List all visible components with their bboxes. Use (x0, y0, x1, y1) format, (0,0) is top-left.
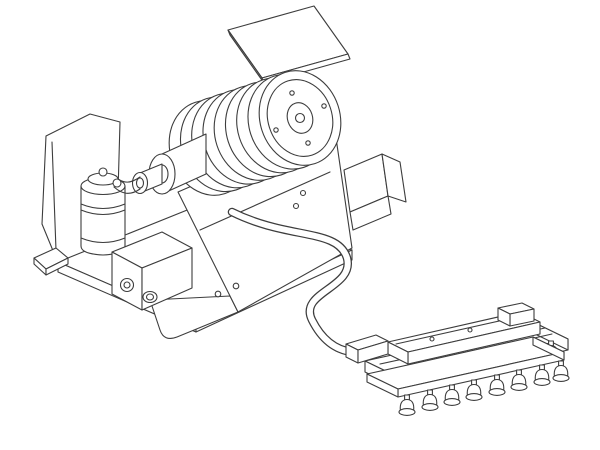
plate-hole (294, 204, 299, 209)
plate-screw (233, 283, 239, 289)
suction-cup (533, 364, 551, 386)
motor-shaft-center (296, 114, 305, 123)
canister-weld-line (81, 238, 125, 243)
suction-cup (398, 394, 416, 416)
canister-fitting (113, 179, 121, 187)
cup-rim-right (533, 337, 564, 360)
hose-inner (232, 212, 352, 352)
suction-cup (443, 384, 461, 406)
pump-nose-hub (137, 178, 144, 188)
cup-rim-left (367, 374, 398, 397)
suction-cup (465, 379, 483, 401)
outlet-fitting-bore (147, 294, 154, 300)
filter-canister (81, 168, 125, 255)
bracket-lower-tab (350, 196, 391, 230)
hose-connector-side (358, 341, 388, 363)
drawing-root-group (34, 6, 570, 416)
valve-block-left (498, 308, 510, 326)
suction-cup (552, 360, 570, 382)
finned-motor (157, 60, 353, 206)
control-knob-center (124, 282, 130, 288)
cover-plate-top-face (228, 6, 348, 78)
plate-hole (301, 191, 306, 196)
canister-clamp-band (81, 204, 125, 209)
rail-screw (430, 337, 434, 341)
bottom-lip (150, 296, 238, 338)
motor-bolt (290, 91, 294, 95)
pump-head (114, 134, 206, 194)
bracket-flange (382, 154, 406, 202)
motor-bolt (274, 128, 278, 132)
rail-screw (468, 328, 472, 332)
suction-cup (421, 389, 439, 411)
left-foot-side (46, 258, 68, 275)
control-box (112, 232, 192, 310)
side-bracket (344, 154, 406, 230)
canister-knob (99, 168, 107, 176)
suction-plate-assembly (346, 303, 570, 416)
canister-clamp-band (81, 210, 125, 215)
flexible-hose (232, 212, 352, 352)
mounting-plate-fold-line (200, 172, 330, 230)
canister-body (81, 186, 125, 255)
motor-bolt (306, 141, 310, 145)
left-side-panel-edge (52, 142, 56, 250)
suction-cup (488, 374, 506, 396)
pump-pipe (114, 187, 140, 193)
pump-pipe (118, 177, 140, 182)
suction-cup (510, 369, 528, 391)
plate-screw (215, 291, 221, 297)
motor-bolt (322, 104, 326, 108)
